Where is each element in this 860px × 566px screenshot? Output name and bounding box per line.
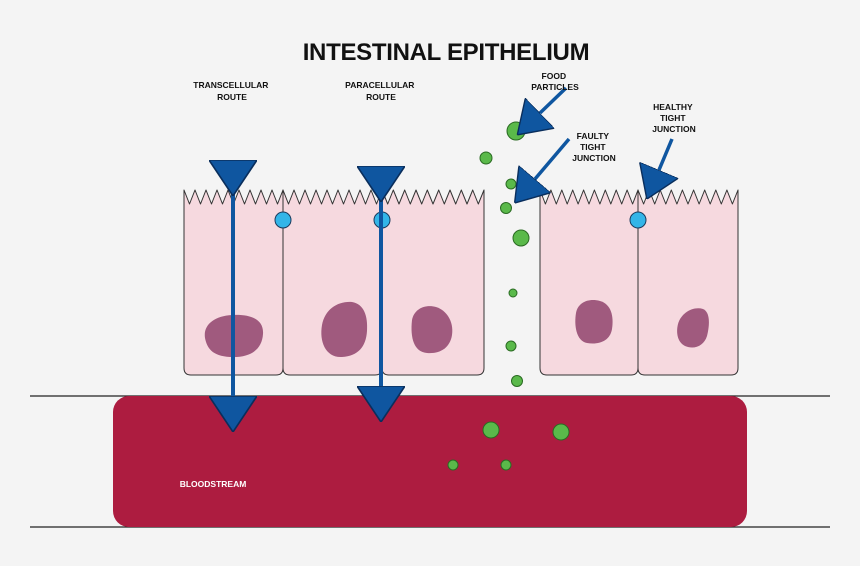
faulty-junction-pointer-arrow [535,137,571,179]
nucleus [411,306,453,354]
tight-junction-dot [629,211,647,229]
food-particle [506,121,526,141]
food-particles-pointer-arrow [540,86,568,113]
food-particle [447,459,459,471]
food-particle [552,423,570,441]
bloodstream-region [113,396,747,527]
food-particle [482,421,500,439]
nucleus [677,308,709,348]
food-particle [512,229,530,247]
food-particle [508,288,518,298]
nucleus [575,300,613,344]
food-particle [511,375,523,387]
nucleus [321,301,368,358]
transcellular-route-label: TRANSCELLULAR ROUTE [193,80,270,102]
healthy-junction-pointer-arrow [659,138,672,170]
healthy-tight-junction-label: HEALTHY TIGHT JUNCTION [652,102,695,134]
diagram-title: INTESTINAL EPITHELIUM [303,39,590,66]
epithelial-cells [183,189,739,376]
food-particles-label: FOOD PARTICLES [531,71,579,92]
bloodstream-label: BLOODSTREAM [180,479,247,489]
epithelial-cell [539,189,639,376]
tight-junction-dot [274,211,292,229]
food-particle [500,459,512,471]
food-particle [479,151,493,165]
food-particle [500,202,512,214]
paracellular-route-label: PARACELLULAR ROUTE [345,80,417,102]
food-particle [505,340,517,352]
epithelial-cell [637,189,739,376]
food-particle [505,178,517,190]
faulty-tight-junction-label: FAULTY TIGHT JUNCTION [572,131,615,163]
